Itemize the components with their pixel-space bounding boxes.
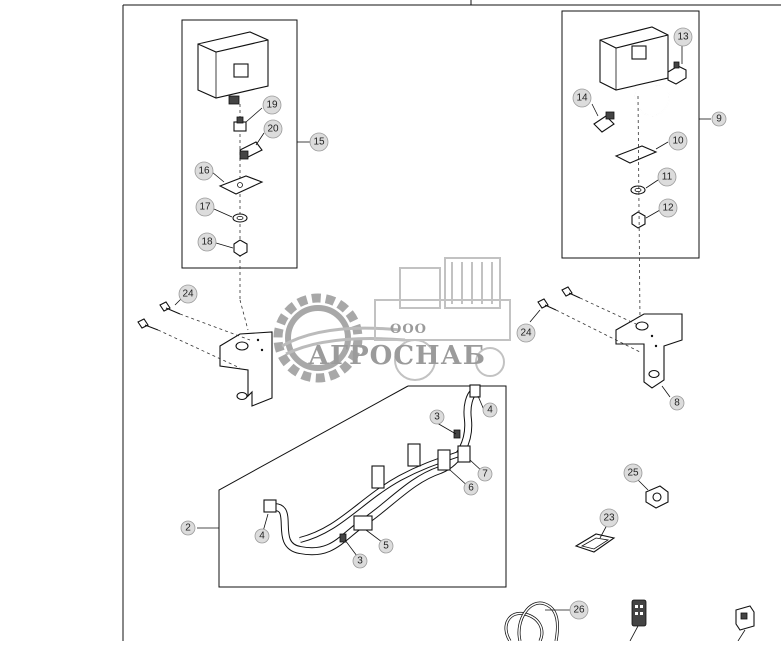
callout-9-label: 9: [716, 114, 722, 125]
callout-11: 11: [657, 167, 677, 187]
part-12-nut: [631, 211, 646, 229]
callout-3b: 3: [429, 409, 445, 425]
part-25-clip: [637, 479, 669, 509]
callout-19: 19: [262, 95, 282, 115]
callout-2-label: 2: [185, 523, 191, 534]
callout-24a: 24: [178, 284, 198, 304]
callout-24a-label: 24: [182, 289, 194, 300]
relay-part: [629, 599, 647, 642]
page-frame: [122, 0, 781, 641]
callout-10: 10: [668, 131, 688, 151]
callout-12: 12: [658, 198, 678, 218]
callout-9: 9: [711, 111, 727, 127]
part-20-plug: [239, 141, 263, 160]
right-bracket: [615, 313, 683, 398]
callout-5-label: 5: [383, 541, 389, 552]
part-13-switch: [667, 61, 687, 85]
callout-5: 5: [378, 538, 394, 554]
harness-branch-a: [371, 465, 385, 489]
callout-26-label: 26: [573, 605, 585, 616]
callout-13: 13: [673, 27, 693, 47]
wiring-harness: [197, 384, 507, 588]
part-18-nut: [233, 239, 248, 257]
callout-10-label: 10: [672, 136, 684, 147]
part-4-connector-left: [263, 499, 277, 513]
left-lamp-assembly: [181, 19, 310, 331]
gear-icon: [273, 293, 406, 383]
callout-7-label: 7: [482, 469, 488, 480]
part-16-plate: [218, 175, 264, 195]
callout-14-label: 14: [576, 93, 588, 104]
part-11-washer: [630, 185, 646, 195]
callout-3a: 3: [352, 553, 368, 569]
callout-3a-label: 3: [357, 556, 363, 567]
watermark-prefix: ООО: [390, 322, 427, 337]
part-5-connector: [353, 515, 373, 531]
callout-6-label: 6: [468, 483, 474, 494]
callout-23-label: 23: [603, 513, 615, 524]
callout-12-label: 12: [662, 203, 674, 214]
part-19-terminal: [233, 116, 247, 132]
callout-4b: 4: [482, 402, 498, 418]
part-10-plate: [614, 145, 658, 164]
callout-2: 2: [180, 520, 196, 536]
callout-7: 7: [477, 466, 493, 482]
part-7-connector: [457, 445, 471, 463]
callout-23: 23: [599, 508, 619, 528]
callout-17-label: 17: [199, 202, 211, 213]
part-14-connector: [593, 111, 615, 133]
callout-24b-label: 24: [520, 328, 532, 339]
watermark-logo: ООО АГРОСНАБ: [273, 257, 511, 383]
callout-20-label: 20: [267, 124, 279, 135]
left-bolts: [137, 297, 251, 369]
callout-6: 6: [463, 480, 479, 496]
work-lamp-left: [197, 31, 269, 105]
right-lamp-assembly: [561, 10, 711, 321]
callout-15: 15: [309, 132, 329, 152]
callout-16-label: 16: [198, 166, 210, 177]
callout-11-label: 11: [662, 172, 673, 183]
callout-17: 17: [195, 197, 215, 217]
callout-18-label: 18: [201, 237, 213, 248]
left-bracket: [219, 331, 273, 407]
callout-4b-label: 4: [487, 405, 493, 416]
part-6-connector: [437, 449, 451, 471]
callout-13-label: 13: [677, 32, 689, 43]
callout-8-label: 8: [674, 398, 680, 409]
callout-16: 16: [194, 161, 214, 181]
callout-4a: 4: [254, 528, 270, 544]
callout-14: 14: [572, 88, 592, 108]
callout-4a-label: 4: [259, 531, 265, 542]
callout-24b: 24: [516, 323, 536, 343]
callout-8: 8: [669, 395, 685, 411]
harvester-icon: [374, 257, 511, 381]
watermark-name: АГРОСНАБ: [308, 341, 486, 371]
callout-15-label: 15: [313, 137, 325, 148]
callout-25: 25: [623, 463, 643, 483]
callout-19-label: 19: [266, 100, 278, 111]
callout-26: 26: [569, 600, 589, 620]
right-bolts: [529, 286, 641, 353]
part-4-connector-right: [469, 384, 481, 398]
harness-branch-b: [407, 443, 421, 467]
callout-18: 18: [197, 232, 217, 252]
fuse-holder-part: [735, 605, 755, 642]
callout-20: 20: [263, 119, 283, 139]
work-lamp-right: [599, 26, 669, 91]
part-23-pad: [574, 524, 616, 553]
callout-3b-label: 3: [434, 412, 440, 423]
callout-25-label: 25: [627, 468, 639, 479]
part-17-washer: [232, 213, 248, 223]
part-26-cable-tie: [504, 601, 571, 642]
